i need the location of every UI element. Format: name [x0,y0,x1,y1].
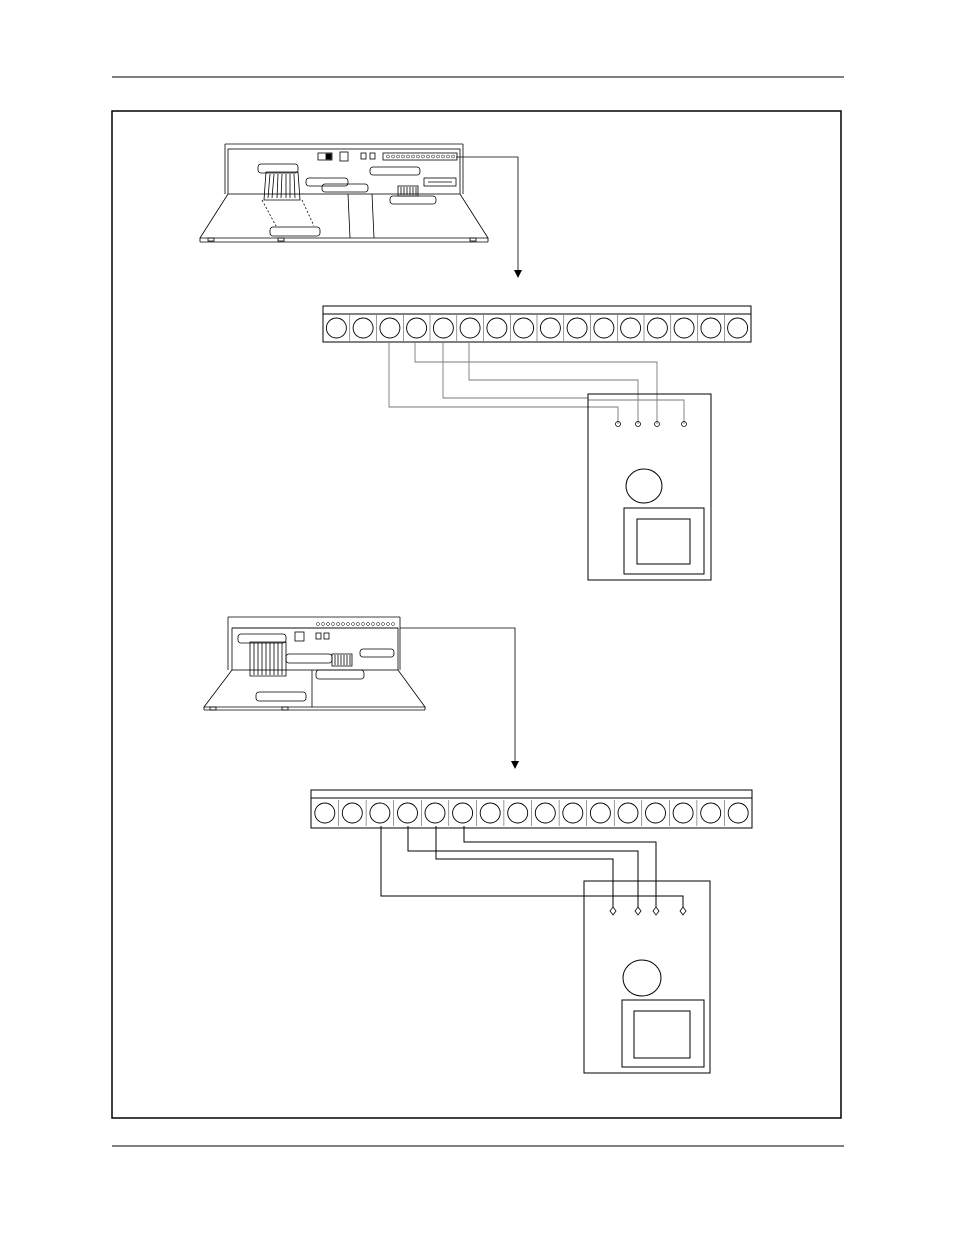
lower-device-display [634,1011,690,1058]
lower-wire-4 [464,826,656,910]
lower-wire-3 [436,826,613,910]
upper-wire-2 [415,341,657,424]
upper-terminal-8 [514,318,534,338]
lower-device-indicator [623,960,661,996]
upper-terminal-10 [567,318,587,338]
upper-terminal-6 [460,318,480,338]
upper-terminal-4 [407,318,427,338]
figure-frame [112,111,841,1118]
lower-terminal-16 [728,803,748,823]
lower-terminal-2 [342,803,362,823]
upper-terminal-13 [647,318,667,338]
upper-field-device [588,394,711,580]
upper-wiring [389,341,684,424]
lower-terminal-6 [453,803,473,823]
upper-controller-terminal-row [387,155,455,158]
upper-terminal-screws [326,315,747,341]
upper-terminal-7 [487,318,507,338]
upper-terminal-5 [433,318,453,338]
lower-controller-terminal-row [317,623,395,626]
controller-unit-upper [200,144,488,242]
lower-wire-2 [408,826,638,910]
lower-leader-arrowhead [511,761,519,769]
upper-terminal-2 [353,318,373,338]
upper-terminal-15 [701,318,721,338]
lower-terminal-10 [563,803,583,823]
lower-terminal-11 [590,803,610,823]
upper-terminal-1 [326,318,346,338]
lower-terminal-7 [480,803,500,823]
lower-leader-line [400,628,515,762]
lower-field-device [584,881,710,1073]
lower-terminal-14 [673,803,693,823]
upper-wire-4 [469,341,638,424]
lower-terminal-8 [508,803,528,823]
upper-terminal-11 [594,318,614,338]
upper-device-indicator [626,469,662,503]
lower-terminal-13 [646,803,666,823]
upper-wire-3 [443,341,684,424]
upper-device-display [637,519,690,564]
upper-leader-arrowhead [514,270,522,278]
upper-terminal-14 [674,318,694,338]
upper-ribbon-cable [264,172,300,200]
lower-terminal-4 [398,803,418,823]
lower-terminal-15 [701,803,721,823]
lower-ribbon-cable [250,642,286,676]
lower-terminal-screws [315,800,748,826]
lower-wiring [381,826,683,910]
lower-terminal-3 [370,803,390,823]
lower-terminal-12 [618,803,638,823]
lower-terminal-5 [425,803,445,823]
upper-wire-1 [389,341,618,424]
lower-terminal-1 [315,803,335,823]
upper-terminal-3 [380,318,400,338]
lower-terminal-9 [535,803,555,823]
controller-unit-lower [204,617,425,710]
upper-leader-line [456,157,518,271]
upper-terminal-9 [540,318,560,338]
upper-terminal-12 [621,318,641,338]
upper-terminal-16 [728,318,748,338]
